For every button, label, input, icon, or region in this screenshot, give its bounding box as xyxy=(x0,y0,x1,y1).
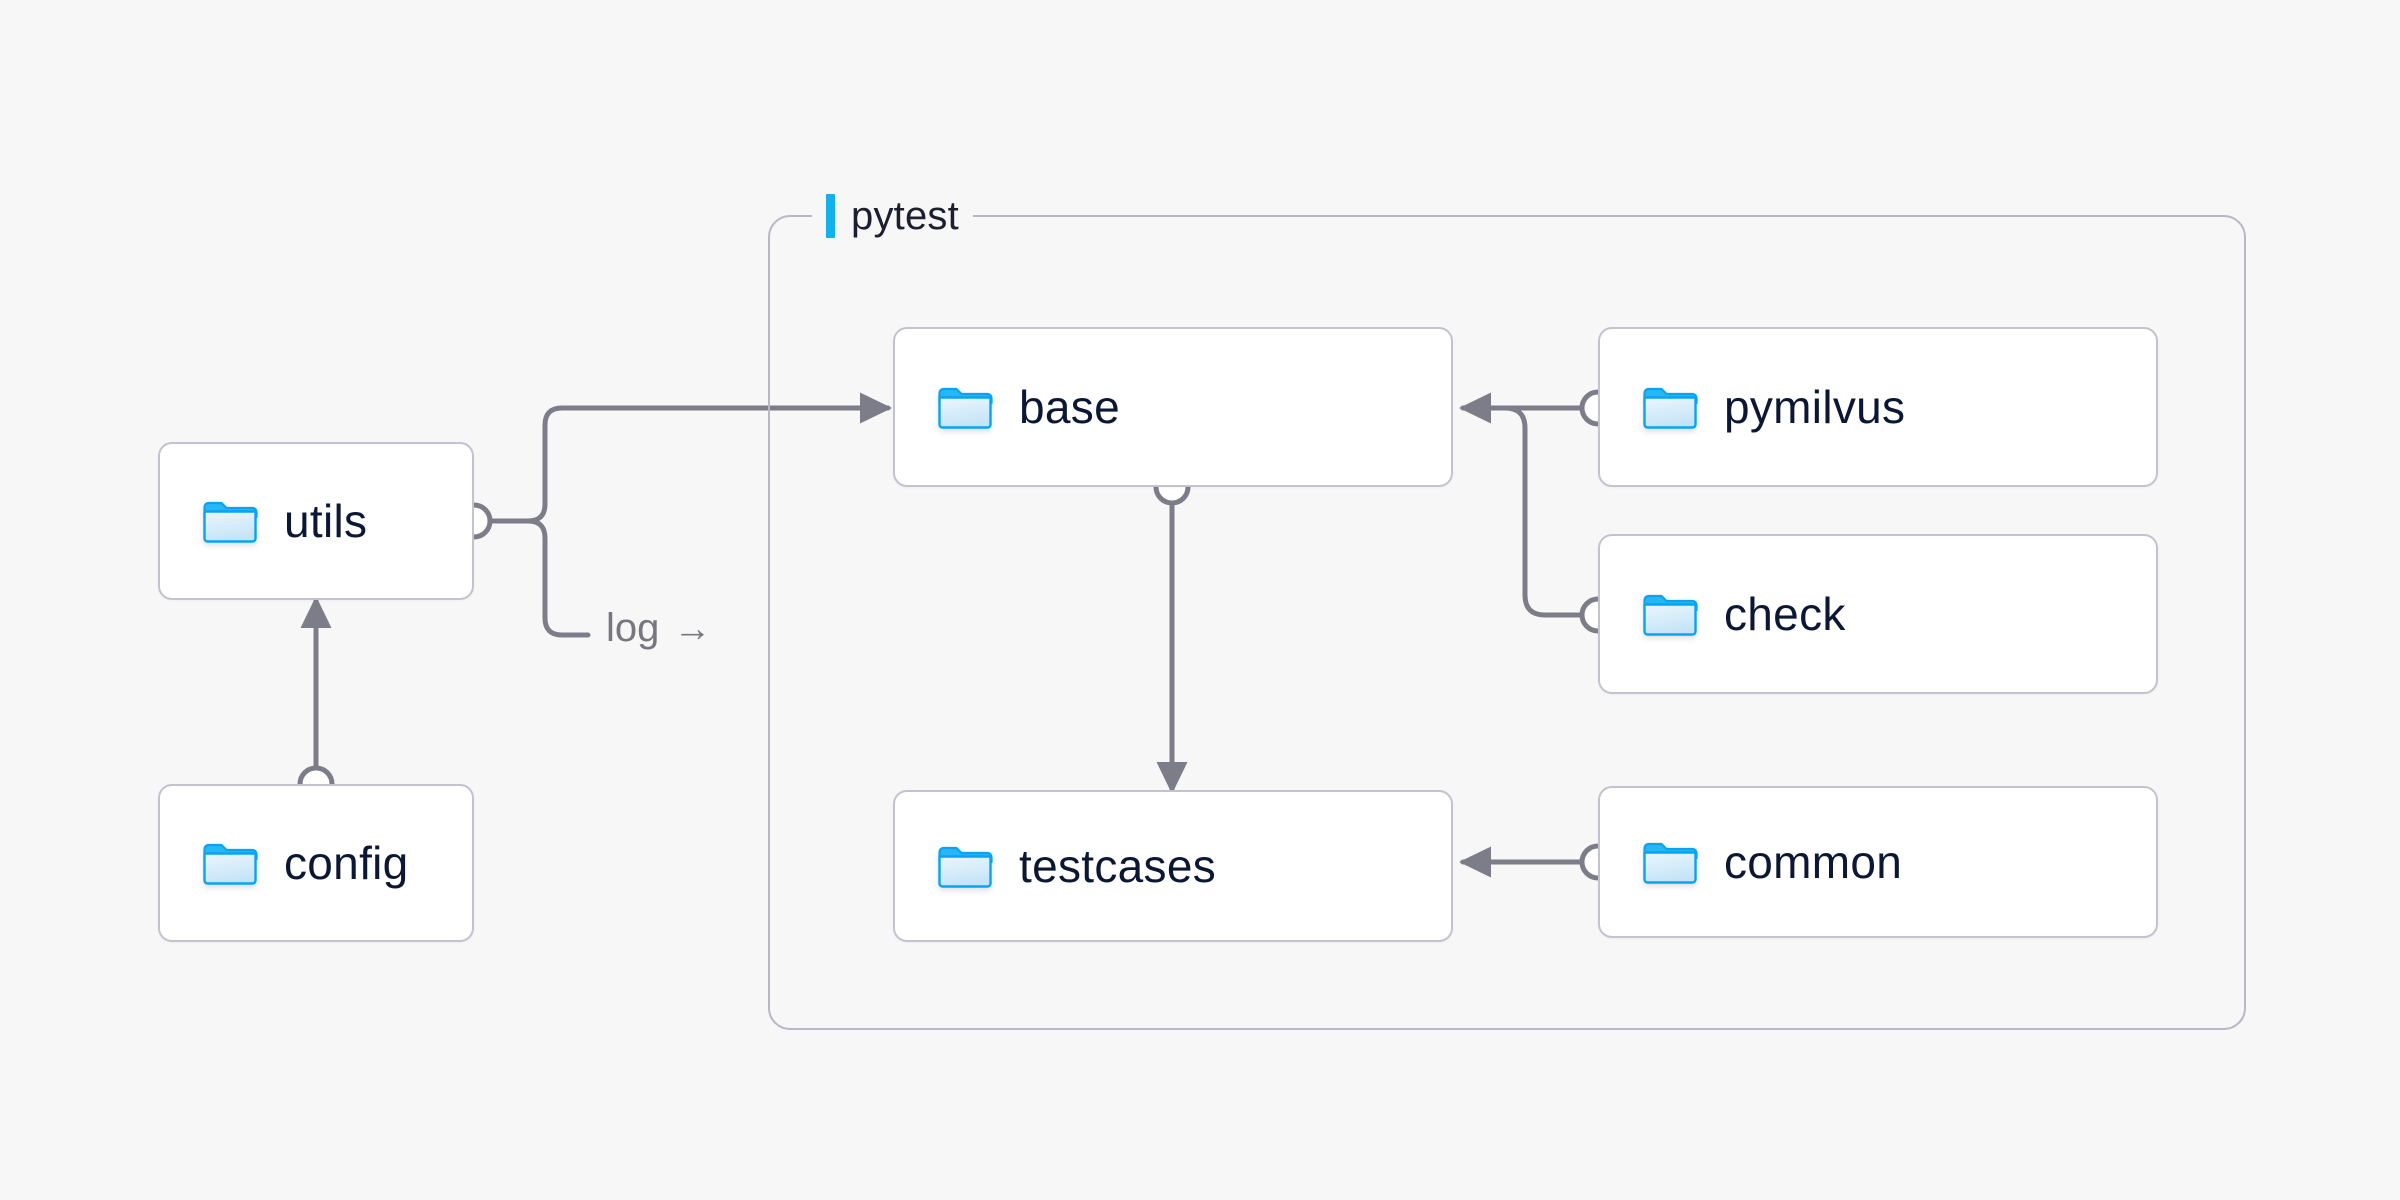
node-label-common: common xyxy=(1724,836,1903,888)
edge-label-log-text: log xyxy=(606,606,660,650)
folder-icon xyxy=(1643,387,1698,429)
node-label-pymilvus: pymilvus xyxy=(1724,381,1906,433)
node-label-base: base xyxy=(1019,381,1120,433)
group-title-text: pytest xyxy=(851,193,959,238)
node-config[interactable]: config xyxy=(158,784,474,942)
folder-icon xyxy=(1643,594,1698,636)
folder-icon xyxy=(938,387,993,429)
node-utils[interactable]: utils xyxy=(158,442,474,600)
node-common[interactable]: common xyxy=(1598,786,2158,938)
node-label-config: config xyxy=(284,837,409,889)
node-label-testcases: testcases xyxy=(1019,840,1217,892)
edge-utils-to-log xyxy=(487,518,591,638)
node-base[interactable]: base xyxy=(893,327,1453,487)
node-label-check: check xyxy=(1724,588,1846,640)
node-testcases[interactable]: testcases xyxy=(893,790,1453,942)
folder-icon xyxy=(1643,842,1698,884)
arrow-right-icon: → xyxy=(673,607,712,650)
folder-icon xyxy=(203,843,258,885)
node-label-utils: utils xyxy=(284,495,368,547)
accent-bar-icon xyxy=(826,194,835,238)
folder-icon xyxy=(203,501,258,543)
group-label-pytest: pytest xyxy=(812,188,973,244)
node-pymilvus[interactable]: pymilvus xyxy=(1598,327,2158,487)
folder-icon xyxy=(938,846,993,888)
node-check[interactable]: check xyxy=(1598,534,2158,694)
edge-label-log: log → xyxy=(596,606,722,651)
group-container-pytest xyxy=(768,215,2246,1030)
